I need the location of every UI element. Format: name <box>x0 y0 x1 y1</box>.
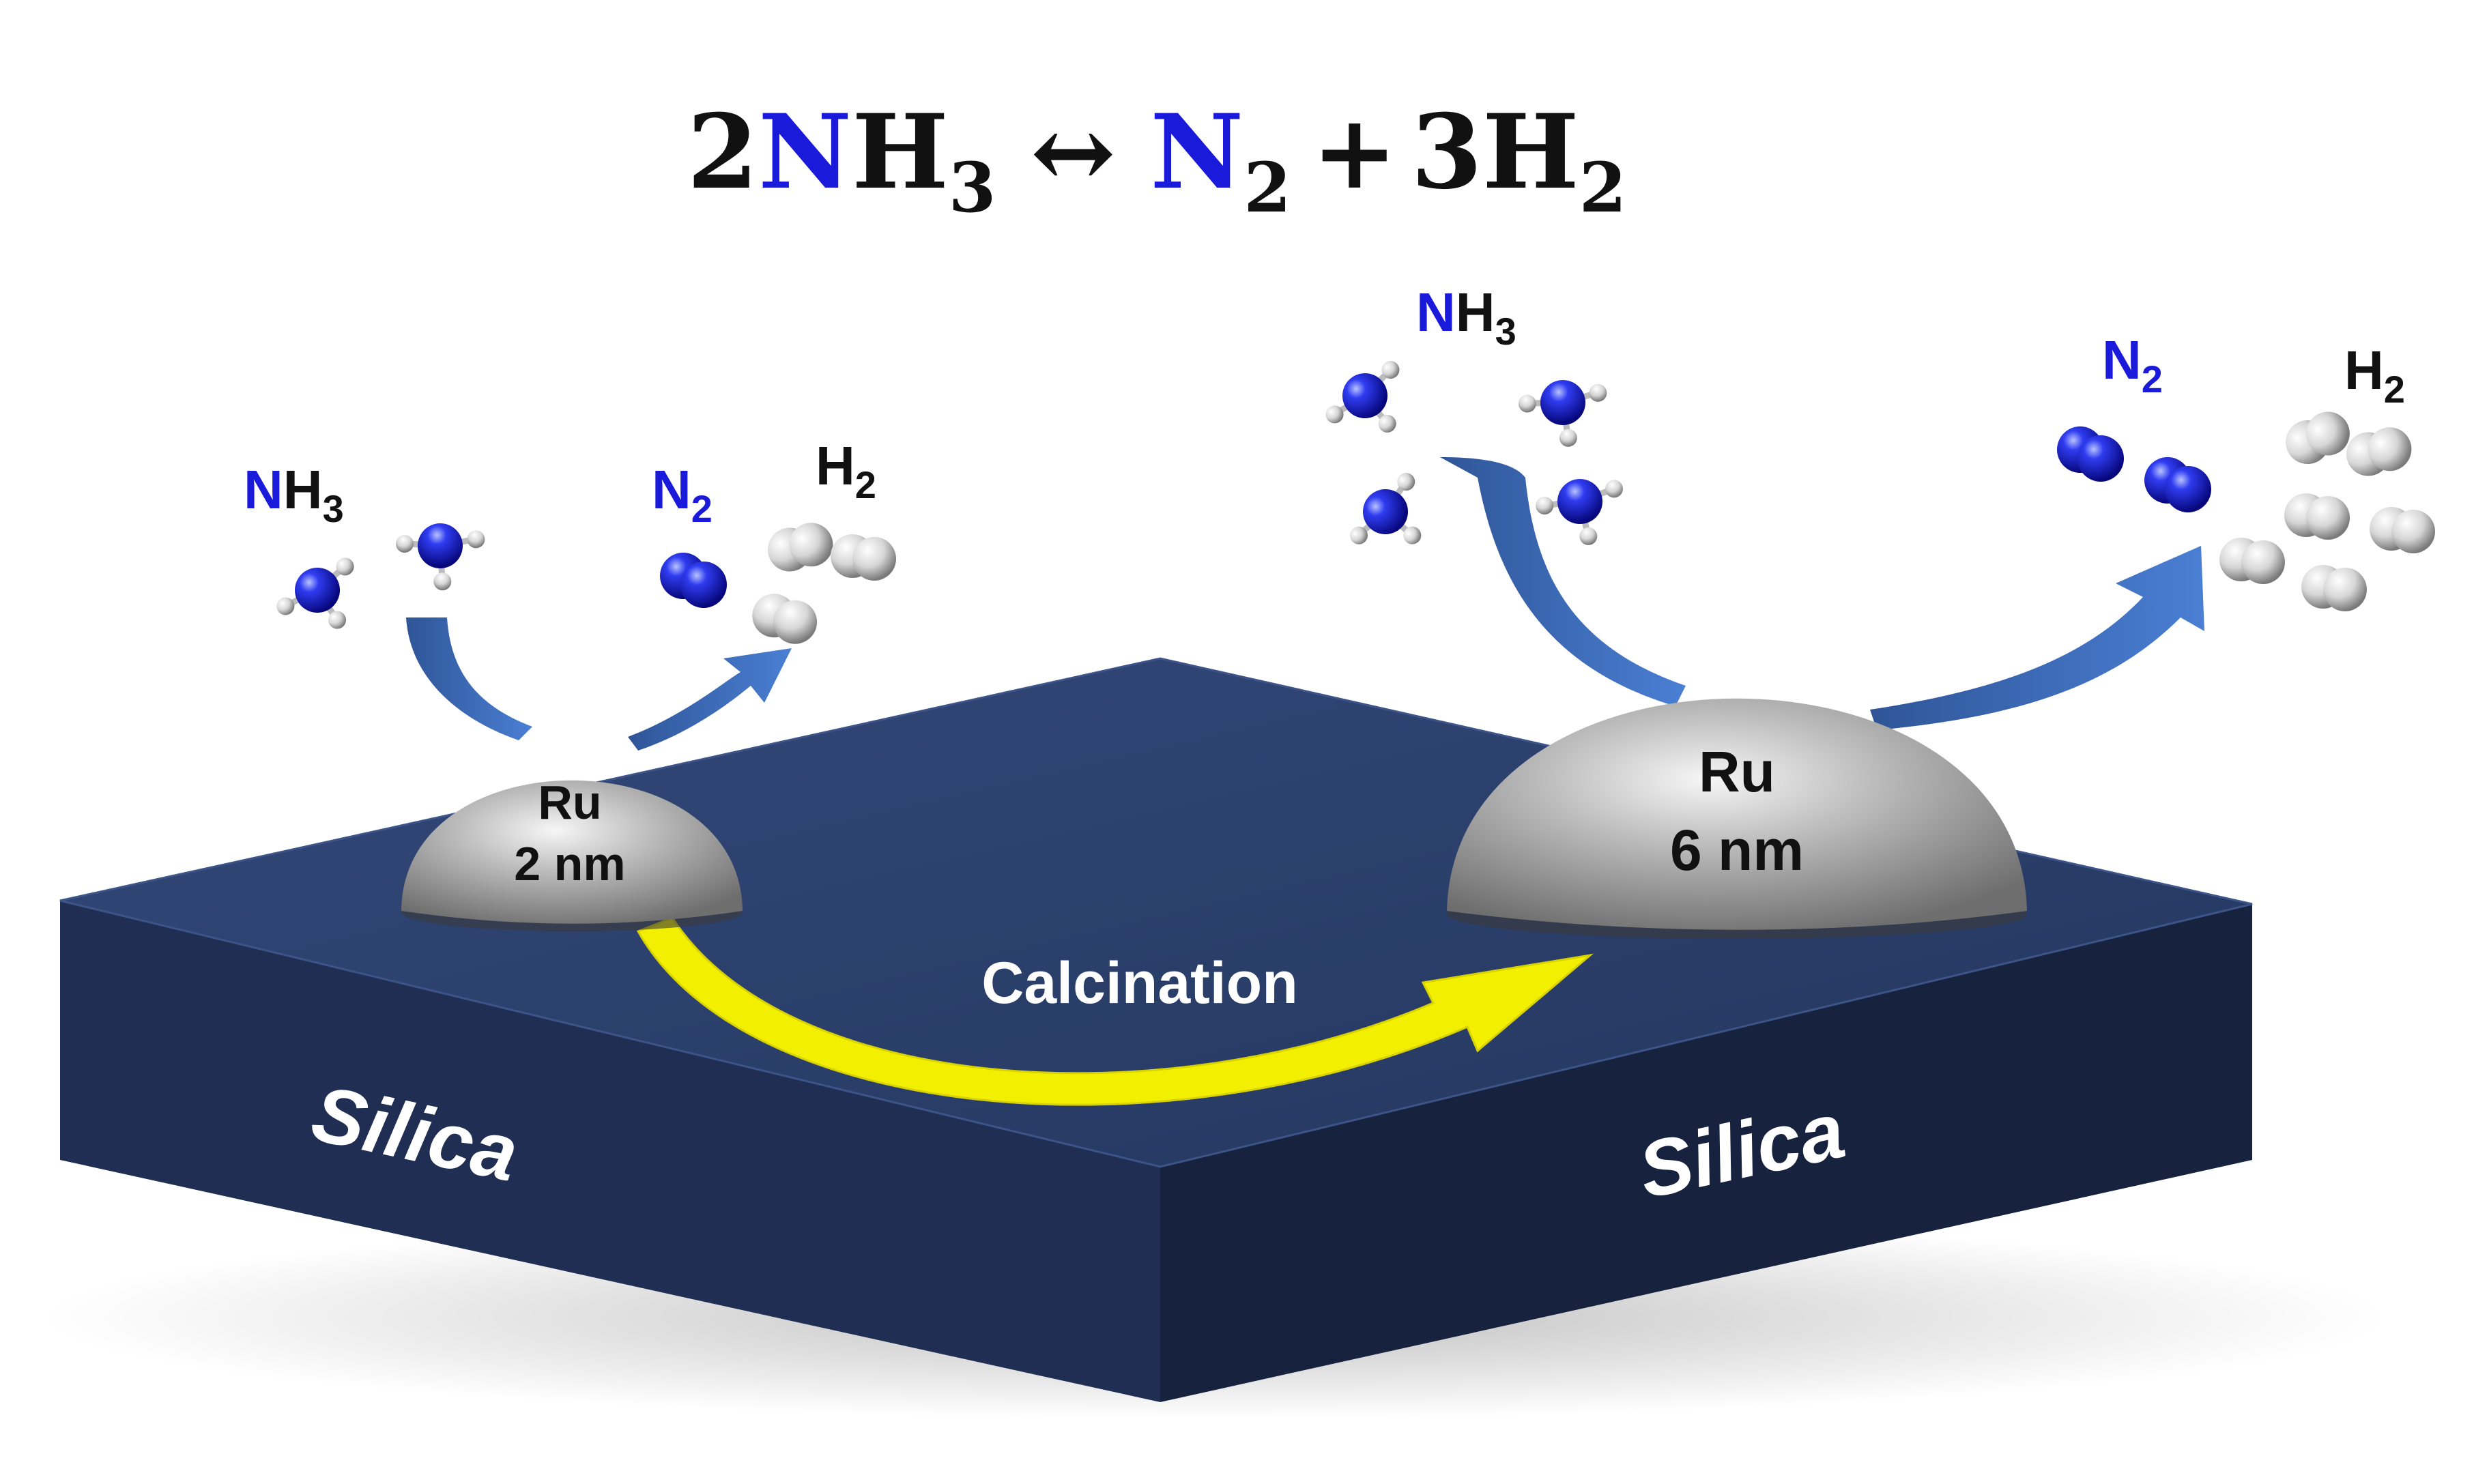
ru-particle-large <box>1447 698 2027 939</box>
right-nh3-label: NH3 <box>1416 282 1516 353</box>
left-n2-label: N2 <box>652 459 713 530</box>
eq-rhs-coef: 3 <box>1411 92 1482 212</box>
right-n2-label: N2 <box>2102 330 2163 401</box>
eq-arrow: ↔ <box>1031 92 1117 212</box>
ru-large-label-line2: 6 nm <box>1670 818 1804 882</box>
eq-rhs-hydrogen: H <box>1482 92 1579 212</box>
right-reactant-arrow <box>1440 457 1686 706</box>
right-h2-label: H2 <box>2344 340 2405 411</box>
eq-lhs-hydrogen: H <box>852 92 949 212</box>
ru-particle-small <box>401 780 743 931</box>
left-h2-label: H2 <box>816 435 876 506</box>
eq-lhs-coef: 2 <box>687 92 758 212</box>
calcination-arrow <box>636 916 1594 1106</box>
left-reactant-arrow <box>406 617 532 740</box>
ru-large-label-line1: Ru <box>1699 740 1775 804</box>
left-nh3-label: NH3 <box>244 459 344 530</box>
calcination-label: Calcination <box>981 950 1298 1016</box>
eq-lhs-nitrogen: N <box>758 92 852 212</box>
slab-right-face <box>1160 904 2252 1402</box>
right-n2-molecules <box>2057 426 2211 512</box>
eq-lhs-sub: 3 <box>949 147 996 228</box>
eq-rhs-h-sub: 2 <box>1579 147 1627 228</box>
eq-rhs-nitrogen: N <box>1150 92 1243 212</box>
left-n2-molecule <box>660 553 727 608</box>
reaction-equation: 2NH3↔N2+3H2 <box>687 92 1627 228</box>
left-product-arrow <box>628 648 792 751</box>
right-product-arrow <box>1870 546 2204 730</box>
left-nh3-molecules <box>270 506 487 639</box>
left-h2-molecules <box>748 514 896 648</box>
eq-plus: + <box>1312 92 1398 212</box>
eq-rhs-n-sub: 2 <box>1243 147 1291 228</box>
right-h2-molecules <box>2219 401 2435 611</box>
ru-small-label-line1: Ru <box>538 776 601 829</box>
ru-small-label-line2: 2 nm <box>514 837 625 890</box>
slab-left-face <box>60 901 1160 1402</box>
